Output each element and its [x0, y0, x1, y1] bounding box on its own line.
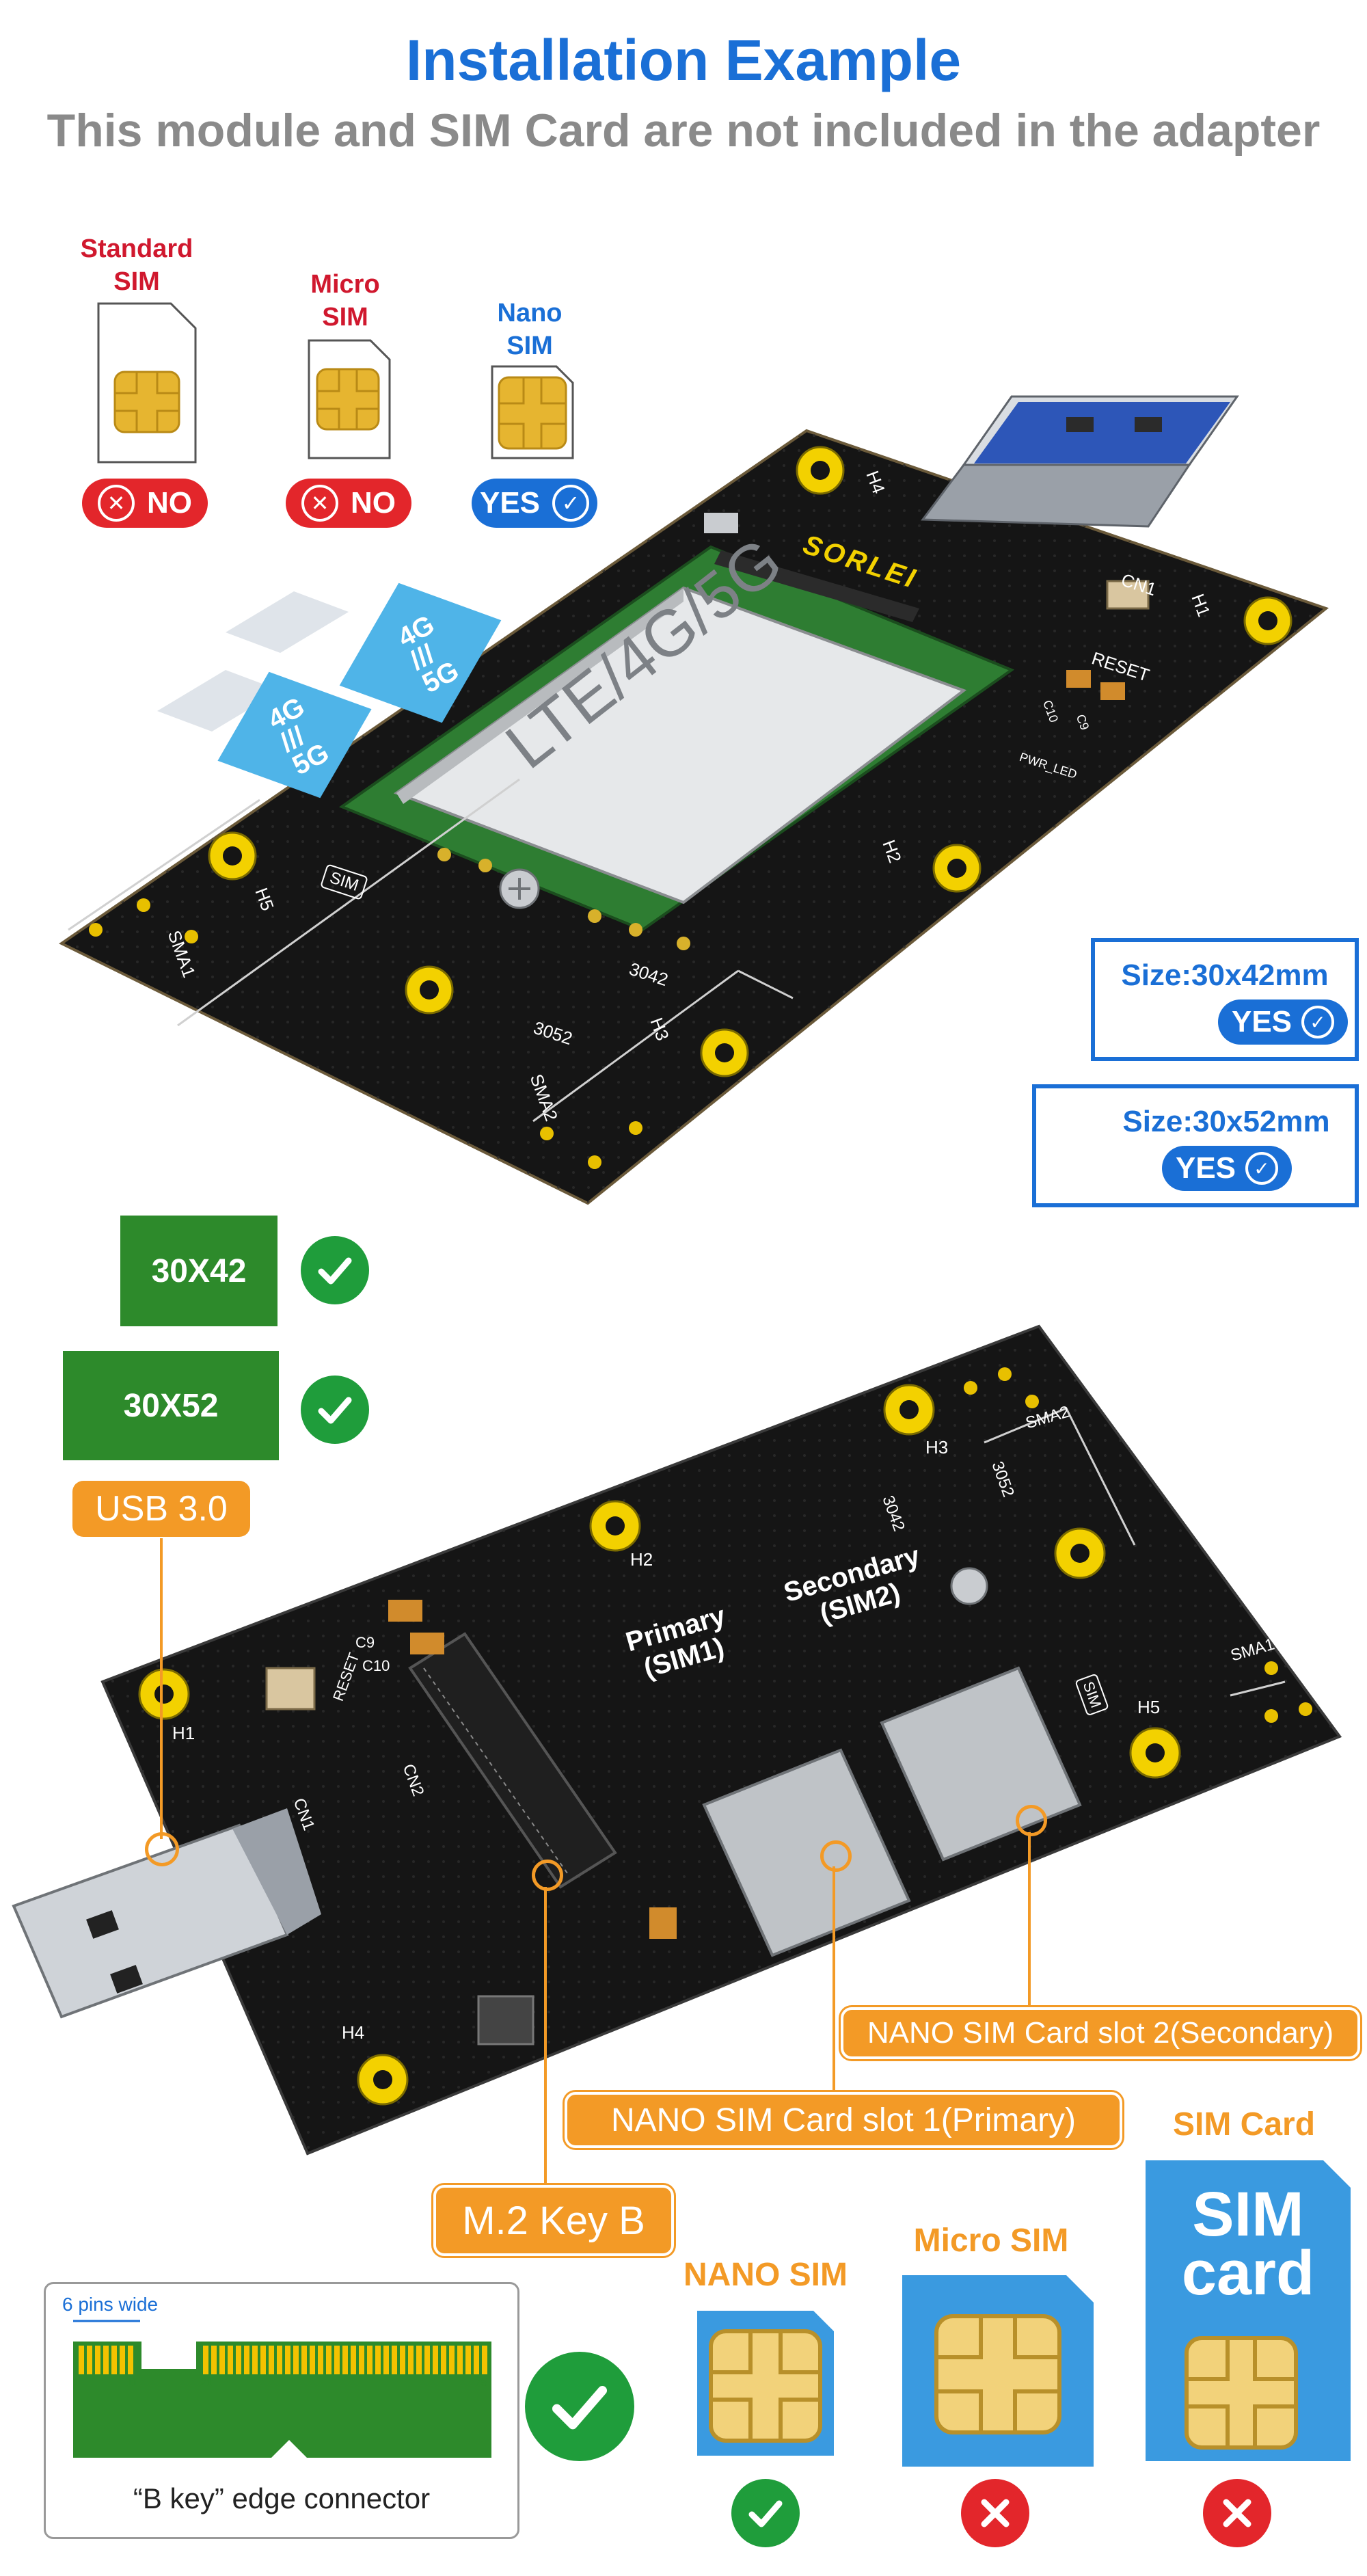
check-icon: ✓ [552, 485, 590, 522]
size-card-30x52: 30X52 [63, 1351, 279, 1460]
pin-number-11: 11 [126, 2377, 138, 2389]
silk-b-h3: H3 [925, 1437, 949, 1458]
sim-card-compare-icon [1146, 2160, 1351, 2461]
micro-sim-no-badge: ✕NO [286, 479, 411, 528]
check-icon: ✓ [1301, 1006, 1335, 1038]
sim-card-compare-label: SIM Card [1172, 2106, 1316, 2143]
standard-sim-card-icon [97, 302, 197, 464]
silk-b-h5: H5 [1137, 1697, 1161, 1717]
slot1-callout-marker [820, 1840, 852, 1872]
check-icon: ✓ [1245, 1152, 1279, 1185]
size-box-30x52: Size:30x52mm YES✓ [1032, 1084, 1359, 1207]
cross-icon [961, 2479, 1029, 2547]
page-subtitle: This module and SIM Card are not include… [46, 105, 1321, 157]
adapter-board-top-view [59, 395, 1329, 1205]
pin-number-1: 1 [73, 2377, 79, 2389]
micro-sim-card-icon [308, 339, 391, 459]
slot2-callout-marker [1016, 1805, 1047, 1836]
slot1-callout-line [833, 1866, 835, 2092]
cross-icon: ✕ [98, 485, 135, 522]
b-key-connector-diagram [73, 2320, 491, 2458]
nano-sim-slot-1-callout: NANO SIM Card slot 1(Primary) [565, 2092, 1122, 2148]
micro-sim-compare-label: Micro SIM [913, 2223, 1069, 2259]
silk-b-h2: H2 [630, 1549, 653, 1570]
mkey-callout-marker [532, 1860, 563, 1891]
slot2-callout-line [1028, 1832, 1031, 2007]
silk-b-c10: C10 [362, 1657, 390, 1674]
silk-b-c9: C9 [355, 1634, 375, 1651]
check-icon [301, 1376, 369, 1444]
pins-wide-label: 6 pins wide [62, 2294, 159, 2315]
edge-connector-box: 6 pins wide 1 11 21 75 “B key” edge conn… [44, 2282, 519, 2539]
b-key-caption: “B key” edge connector [133, 2482, 431, 2514]
usb-callout-marker [145, 1832, 179, 1866]
nano-sim-compare-icon [697, 2311, 834, 2456]
size-box-30x42: Size:30x42mm YES✓ [1091, 938, 1359, 1061]
silk-b-h1: H1 [172, 1723, 195, 1743]
nano-sim-card-icon [491, 365, 574, 459]
usb-callout-line [160, 1538, 163, 1839]
nano-sim-compare-label: NANO SIM [684, 2257, 848, 2293]
mkey-callout-line [544, 1887, 547, 2185]
pin-number-21: 21 [200, 2377, 213, 2389]
silk-b-h4: H4 [342, 2022, 365, 2043]
check-icon [301, 1236, 369, 1304]
check-icon [731, 2479, 800, 2547]
cross-icon: ✕ [301, 485, 338, 522]
pin-number-75: 75 [475, 2377, 487, 2389]
standard-sim-no-badge: ✕NO [82, 479, 208, 528]
cross-icon [1203, 2479, 1271, 2547]
page-title: Installation Example [405, 28, 962, 92]
adapter-board-bottom-view [12, 1324, 1342, 2156]
nano-sim-slot-2-callout: NANO SIM Card slot 2(Secondary) [841, 2007, 1360, 2059]
micro-sim-compare-icon [902, 2275, 1094, 2467]
m2-key-b-callout: M.2 Key B [433, 2185, 674, 2256]
nano-sim-yes-badge: YES✓ [472, 479, 597, 528]
check-icon [525, 2352, 634, 2461]
usb-3-callout: USB 3.0 [72, 1481, 250, 1537]
size-card-30x42: 30X42 [120, 1216, 278, 1326]
